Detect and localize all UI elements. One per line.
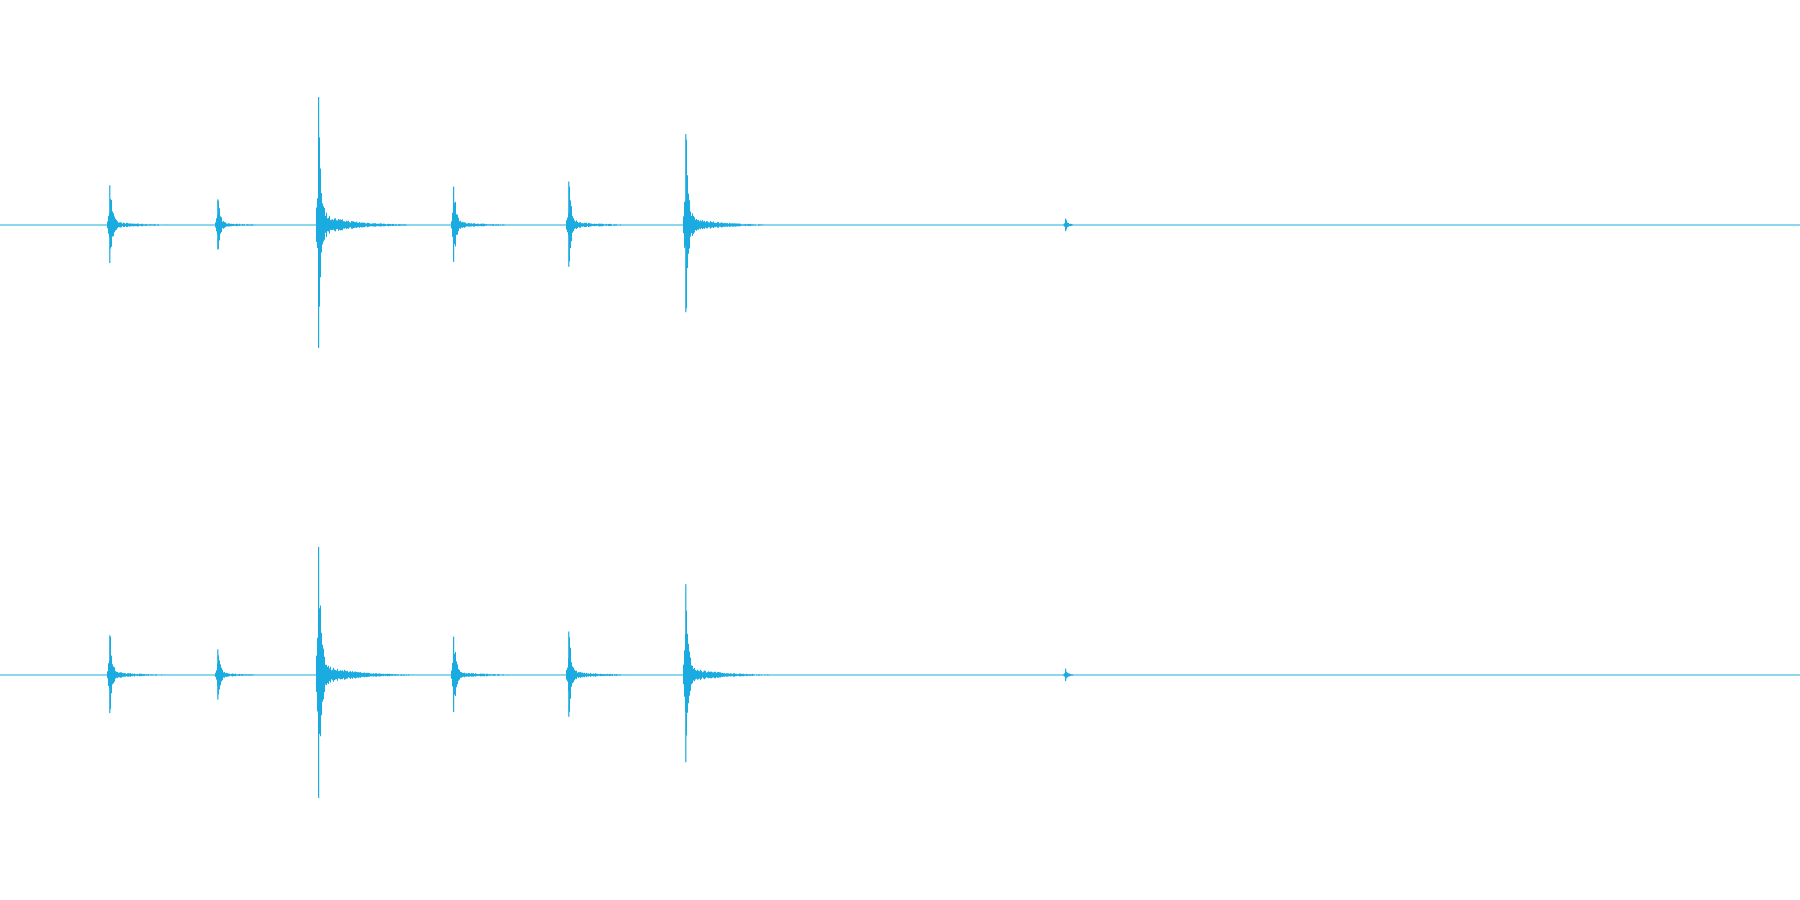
channel-2-waveform xyxy=(0,547,1800,798)
channel-1-signal xyxy=(107,137,1073,309)
channel-1-waveform xyxy=(0,97,1800,348)
channel-2-signal xyxy=(107,605,1073,737)
